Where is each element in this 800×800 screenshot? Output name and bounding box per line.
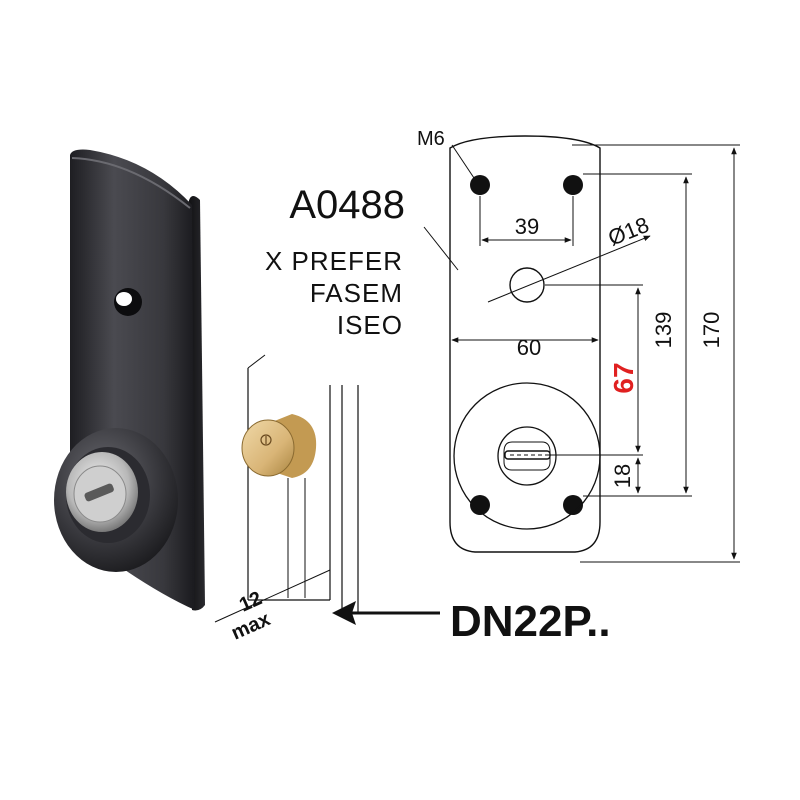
keyhole-icon [84,483,114,502]
center-hole [487,235,651,303]
lock-rosette-icon [54,428,178,572]
cylinder-brass-icon [241,414,317,478]
door-section-sketch [247,354,359,612]
mount-hole-top-left [470,175,490,195]
extension-lines [545,144,740,563]
plate-outline [449,135,601,553]
rosette-outline [453,382,601,530]
center-to-key-label: 139 [651,312,676,349]
compat-prefer: X PREFER [265,246,403,276]
width-label: 60 [517,335,541,360]
compat-fasem: FASEM [310,278,403,308]
lock-distance-label: 67 [608,362,639,393]
screw-hole-icon [114,288,142,316]
model-leader-line [423,226,459,271]
mount-hole-bottom-right [563,495,583,515]
mount-hole-top-right [563,175,583,195]
escutcheon-plate-photo-icon [54,149,205,611]
mounting-holes [470,175,583,515]
lock-offset-label: 18 [610,464,635,488]
compat-iseo: ISEO [337,310,403,340]
drawing-keyhole-icon [504,450,551,460]
max-thickness-dimension [214,478,331,623]
thread-leader-line [451,144,475,179]
mount-hole-bottom-left [470,495,490,515]
hole-spacing-label: 39 [515,214,539,239]
model-code: A0488 [289,183,405,227]
max-thickness-unit: max [228,608,274,644]
part-reference: DN22P.. [450,597,611,646]
thread-label: M6 [417,128,445,150]
total-height-label: 170 [699,312,724,349]
arrow-left-icon [332,601,440,625]
hole-spacing-dimension [479,196,574,246]
